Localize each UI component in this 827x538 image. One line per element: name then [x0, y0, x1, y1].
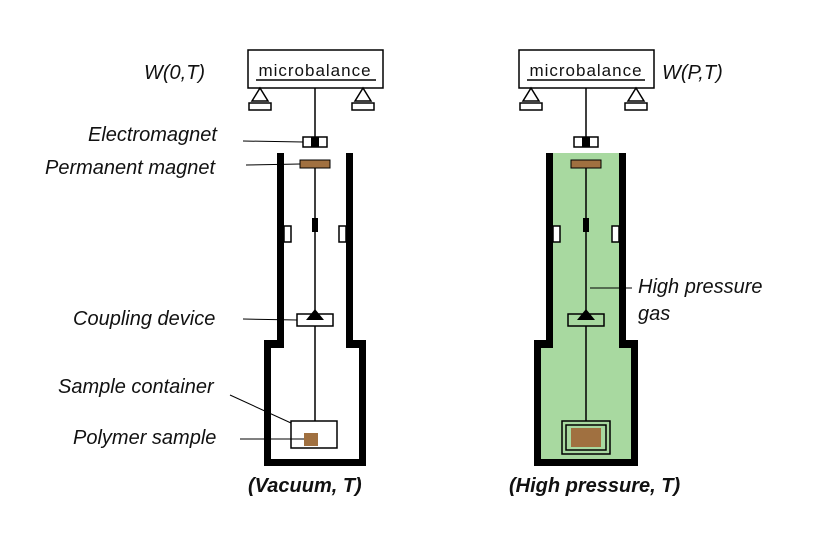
- side-window-right: [611, 225, 620, 243]
- vessel-wall: [264, 153, 366, 466]
- side-window-right: [338, 225, 347, 243]
- balance-foot-right: [624, 86, 648, 111]
- balance-foot-right: [351, 86, 375, 111]
- polymer-sample: [571, 428, 601, 447]
- caption-pressure: (High pressure, T): [509, 475, 680, 497]
- high-pressure-gas-region: [540, 153, 634, 462]
- sample-container-leader: [229, 394, 292, 424]
- permanent-magnet-leader: [245, 163, 301, 166]
- vacuum-apparatus: microbalance: [45, 49, 384, 497]
- microbalance-box: [247, 49, 384, 89]
- microbalance-box: [518, 49, 655, 89]
- polymer-sample-label: Polymer sample: [73, 427, 216, 449]
- gas-label-line1: High pressure: [638, 276, 763, 298]
- rod-joint: [583, 218, 589, 232]
- gas-label-line2: gas: [638, 303, 670, 325]
- permanent-magnet: [299, 159, 331, 169]
- microbalance-label: microbalance: [258, 61, 371, 80]
- electromagnet-label: Electromagnet: [88, 124, 218, 146]
- rod-joint: [312, 218, 318, 232]
- weight-label-vacuum: W(0,T): [144, 62, 205, 84]
- permanent-magnet: [570, 159, 602, 169]
- coupling-device: [296, 309, 334, 327]
- electromagnet: [573, 136, 599, 148]
- sample-container-label: Sample container: [58, 376, 215, 398]
- balance-foot-left: [248, 86, 272, 111]
- electromagnet-leader: [242, 140, 304, 143]
- side-window-left: [283, 225, 292, 243]
- electromagnet: [302, 136, 328, 148]
- microbalance-label: microbalance: [529, 61, 642, 80]
- high-pressure-apparatus: microbalance: [509, 49, 763, 497]
- caption-vacuum: (Vacuum, T): [248, 475, 362, 497]
- side-window-left: [552, 225, 561, 243]
- weight-label-pressure: W(P,T): [662, 62, 723, 84]
- polymer-sample: [304, 433, 318, 446]
- balance-foot-left: [519, 86, 543, 111]
- permanent-magnet-label: Permanent magnet: [45, 157, 217, 179]
- coupling-device-label: Coupling device: [73, 308, 215, 330]
- coupling-device-leader: [242, 318, 298, 321]
- vessel-wall: [534, 153, 638, 466]
